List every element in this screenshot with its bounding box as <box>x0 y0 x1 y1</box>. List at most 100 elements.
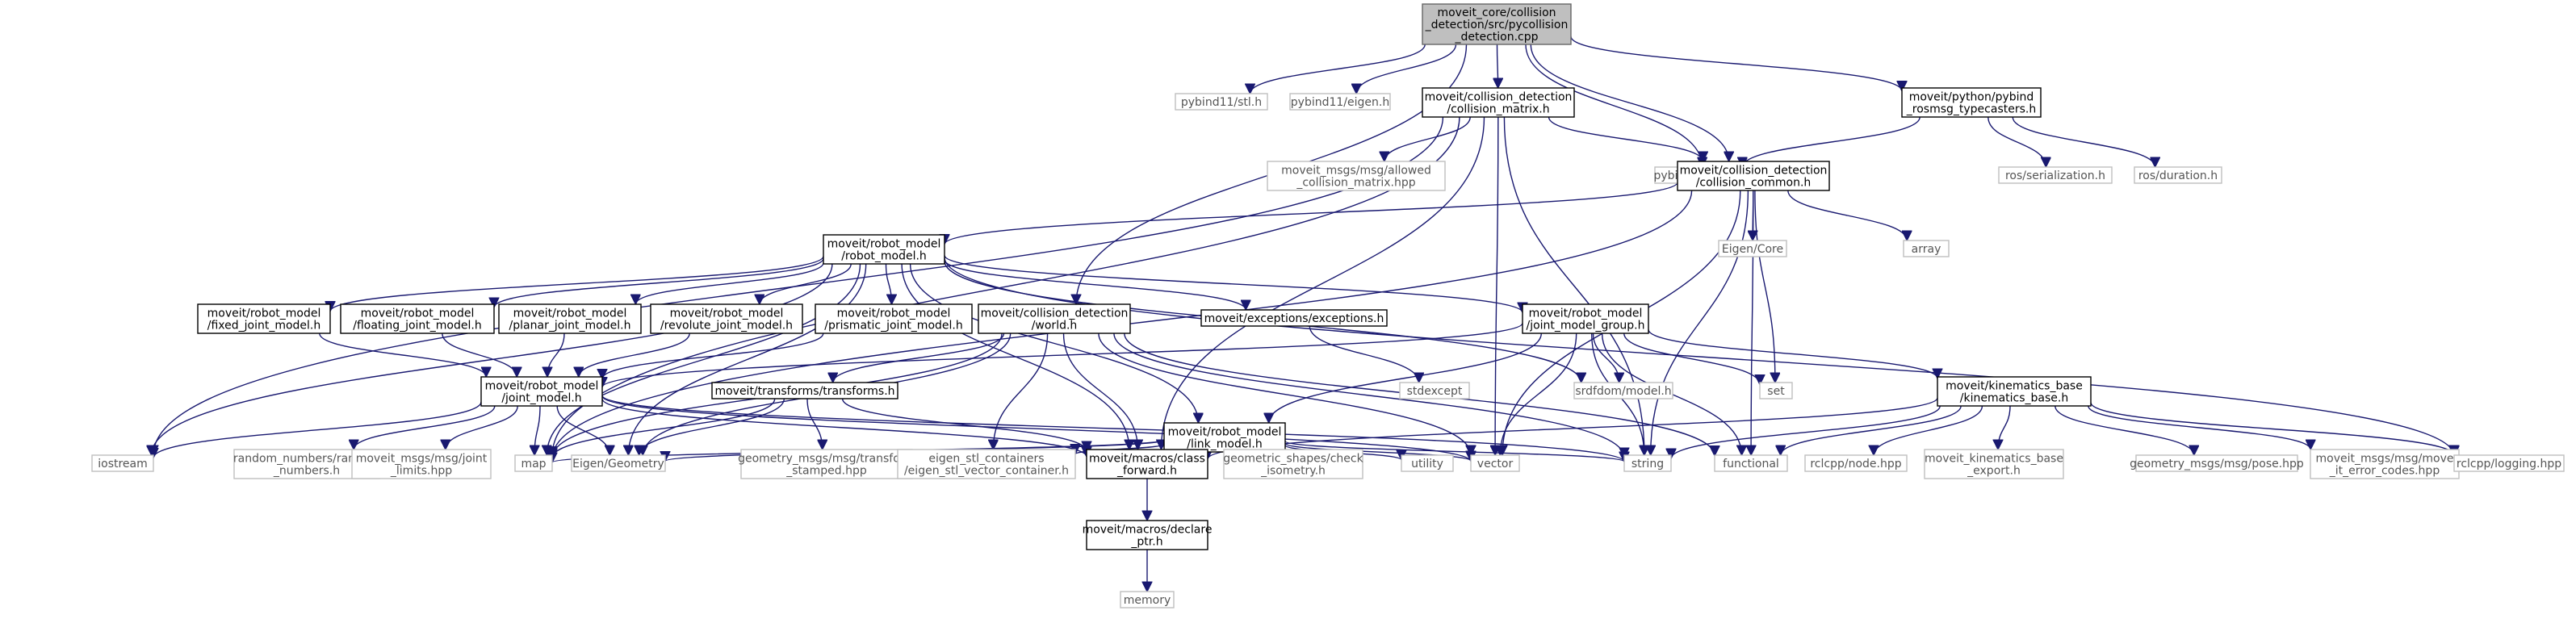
edge-joint_model_group-to-joint_model <box>602 322 1523 388</box>
node-pybind-stl: pybind11/stl.h <box>1175 93 1268 111</box>
node-label-line: /floating_joint_model.h <box>353 320 481 333</box>
node-label-line: /eigen_stl_vector_container.h <box>904 465 1069 478</box>
node-joint-model-group[interactable]: moveit/robot_model/joint_model_group.h <box>1522 303 1649 334</box>
node-box <box>823 234 945 265</box>
node-class-forward[interactable]: moveit/macros/class_forward.h <box>1086 449 1208 479</box>
node-label-line: _isometry.h <box>1260 465 1326 478</box>
node-label-line: /world.h <box>1032 320 1078 333</box>
node-world[interactable]: moveit/collision_detection/world.h <box>978 303 1131 334</box>
node-label-line: _rosmsg_typecasters.h <box>1906 103 2036 116</box>
node-box <box>91 454 154 472</box>
node-box <box>1937 376 2092 407</box>
node-eigen-stl: eigen_stl_containers/eigen_stl_vector_co… <box>897 449 1076 479</box>
node-label-line: _collision_matrix.hpp <box>1296 177 1415 190</box>
edge-world-to-vector <box>1098 333 1471 455</box>
edge-exceptions-to-stdexcept <box>1309 325 1418 383</box>
node-label-line: moveit/collision_detection <box>1680 165 1828 178</box>
node-label-line: /collision_common.h <box>1696 177 1812 190</box>
node-array: array <box>1903 240 1950 257</box>
node-box <box>1718 240 1787 257</box>
edge-joint_model_group-to-vector <box>1500 333 1577 455</box>
node-collision-matrix[interactable]: moveit/collision_detection/collision_mat… <box>1422 87 1575 118</box>
node-kinematics-base[interactable]: moveit/kinematics_base/kinematics_base.h <box>1937 376 2092 407</box>
node-label-line: moveit/robot_model <box>1168 426 1282 439</box>
node-label-line: _detection.cpp <box>1454 31 1538 44</box>
edge-transforms-to-eigen_geometry <box>639 398 785 456</box>
node-eigen-core: Eigen/Core <box>1718 240 1787 257</box>
edge-kinematics_base-to-rclcpp_node <box>1874 405 1983 456</box>
node-box <box>480 376 603 407</box>
node-collision-common[interactable]: moveit/collision_detection/collision_com… <box>1677 161 1830 191</box>
node-exceptions[interactable]: moveit/exceptions/exceptions.h <box>1200 309 1388 327</box>
node-label-line: geometry_msgs/msg/transform <box>738 453 915 466</box>
node-label-line: eigen_stl_containers <box>928 453 1044 466</box>
node-box <box>1804 454 1908 472</box>
node-label-line: _limits.hpp <box>390 465 452 478</box>
edge-planar_joint-to-joint_model <box>547 333 565 377</box>
node-label-line: moveit_kinematics_base <box>1925 453 2063 466</box>
edge-fixed_joint-to-joint_model <box>319 333 486 378</box>
node-joint-model[interactable]: moveit/robot_model/joint_model.h <box>480 376 603 407</box>
node-robot-model[interactable]: moveit/robot_model/robot_model.h <box>823 234 945 265</box>
node-revolute-joint[interactable]: moveit/robot_model/revolute_joint_model.… <box>650 303 803 334</box>
node-box <box>2310 449 2460 479</box>
node-label-line: moveit/kinematics_base <box>1946 380 2083 393</box>
edge-joint_model-to-iostream <box>153 401 482 458</box>
node-box <box>340 303 495 334</box>
node-string: string <box>1623 454 1672 472</box>
node-allowed-matrix: moveit_msgs/msg/allowed_collision_matrix… <box>1267 161 1446 191</box>
node-label-line: set <box>1767 385 1785 398</box>
node-label-line: /revolute_joint_model.h <box>660 320 793 333</box>
node-box <box>197 303 331 334</box>
node-label-line: functional <box>1723 458 1779 471</box>
node-label-line: /kinematics_base.h <box>1960 392 2068 405</box>
node-declare-ptr[interactable]: moveit/macros/declare_ptr.h <box>1083 520 1213 550</box>
edge-joint_model-to-eigen_geometry <box>556 405 609 456</box>
node-box <box>1200 309 1388 327</box>
edge-robot_model-to-eigen_geometry <box>628 263 867 455</box>
node-box <box>1086 449 1208 479</box>
node-box <box>1901 87 2042 118</box>
node-box <box>711 382 898 399</box>
node-label-line: /planar_joint_model.h <box>509 320 631 333</box>
edge-robot_model-to-joint_model_group <box>944 255 1523 313</box>
node-utility: utility <box>1401 454 1454 472</box>
node-label-line: /collision_matrix.h <box>1447 103 1549 116</box>
edge-collision_common-to-functional <box>1751 190 1753 455</box>
node-set: set <box>1759 382 1793 399</box>
node-typecasters[interactable]: moveit/python/pybind_rosmsg_typecasters.… <box>1901 87 2042 118</box>
node-map: map <box>514 454 553 472</box>
node-label-line: moveit/robot_model <box>827 238 941 251</box>
node-link-model[interactable]: moveit/robot_model/link_model.h <box>1163 422 1286 453</box>
edge-world-to-class_forward <box>1062 333 1138 450</box>
edge-collision_matrix-to-allowed_matrix <box>1384 116 1471 162</box>
node-box <box>1759 382 1793 399</box>
node-planar-joint[interactable]: moveit/robot_model/planar_joint_model.h <box>498 303 642 334</box>
node-box <box>897 449 1076 479</box>
node-memory: memory <box>1120 591 1175 609</box>
node-fixed-joint[interactable]: moveit/robot_model/fixed_joint_model.h <box>197 303 331 334</box>
node-box <box>1422 87 1575 118</box>
node-label-line: moveit/exceptions/exceptions.h <box>1204 312 1384 325</box>
edge-collision_matrix-to-collision_common <box>1548 116 1703 162</box>
node-label-line: ros/duration.h <box>2138 169 2218 182</box>
edge-collision_matrix-to-vector <box>1495 116 1498 455</box>
node-label-line: string <box>1631 458 1664 471</box>
node-label-line: rclcpp/node.hpp <box>1810 458 1901 471</box>
edge-robot_model-to-exceptions <box>944 259 1246 311</box>
node-label-line: moveit/collision_detection <box>981 307 1129 320</box>
node-label-line: memory <box>1124 594 1171 607</box>
node-transforms[interactable]: moveit/transforms/transforms.h <box>711 382 898 399</box>
node-box <box>1175 93 1268 111</box>
node-box <box>1399 382 1470 399</box>
node-label-line: /robot_model.h <box>841 250 927 263</box>
edge-collision_common-to-string <box>1651 190 1749 455</box>
node-prismatic-joint[interactable]: moveit/robot_model/prismatic_joint_model… <box>815 303 973 334</box>
node-label-line: _detection/src/pycollision <box>1425 19 1569 31</box>
edge-joint_model_group-to-kinematics_base <box>1648 328 1937 379</box>
node-label-line: geometric_shapes/check <box>1223 453 1363 466</box>
edge-root-to-pybind_stl <box>1250 44 1426 94</box>
node-root[interactable]: moveit_core/collision_detection/src/pyco… <box>1422 3 1572 45</box>
node-floating-joint[interactable]: moveit/robot_model/floating_joint_model.… <box>340 303 495 334</box>
